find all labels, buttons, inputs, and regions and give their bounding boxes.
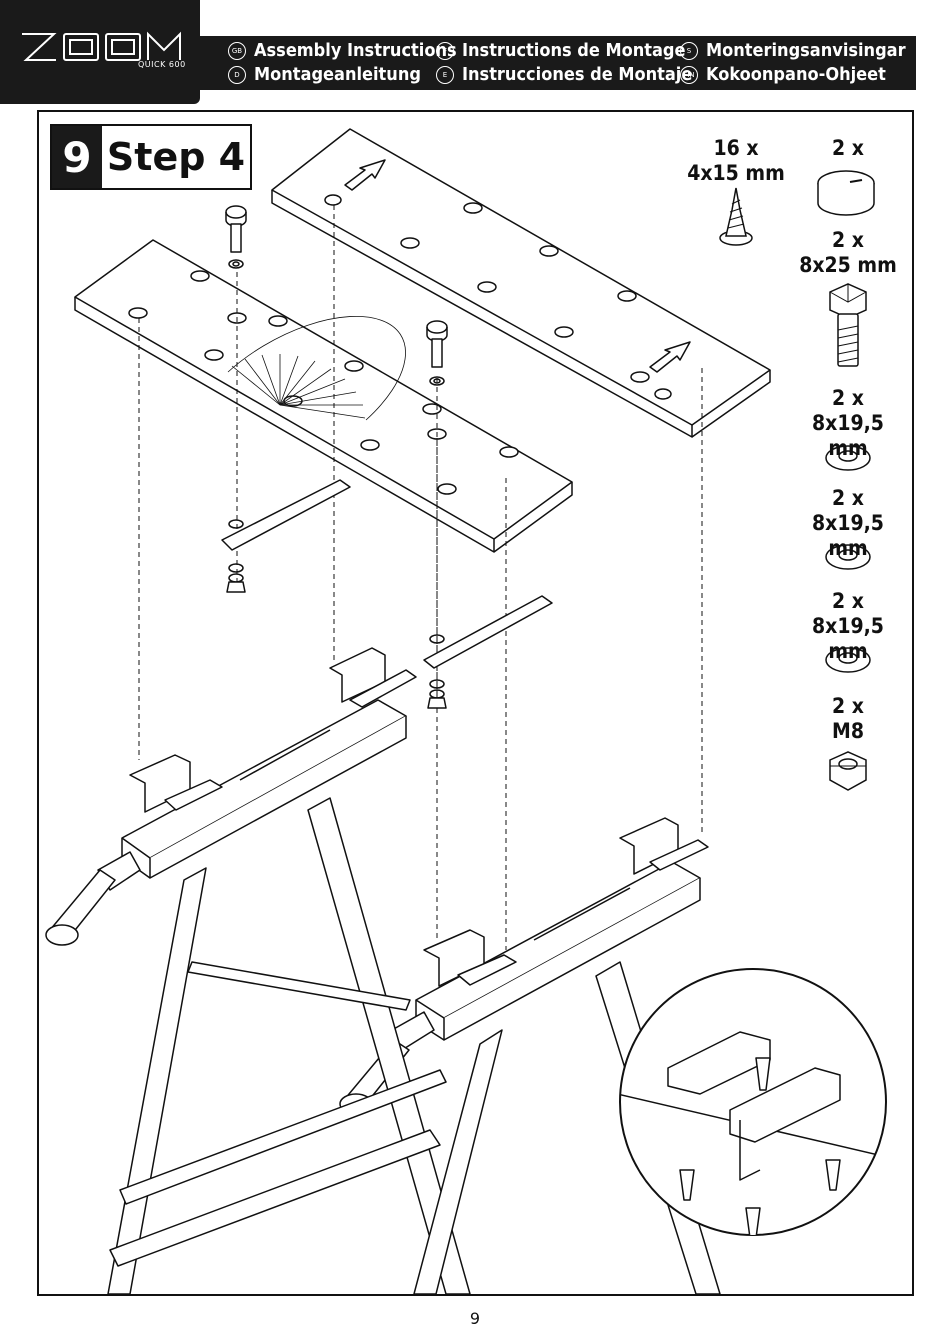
knob-cap-icon (817, 170, 875, 216)
washer-icon-3 (825, 647, 871, 673)
mount-brackets-right (423, 817, 709, 987)
parts-icons (719, 170, 875, 791)
illustration-frame (37, 110, 914, 1296)
swivel-bracket-left (221, 479, 351, 593)
bolt-icon (829, 283, 867, 367)
washer-icon-1 (825, 445, 871, 471)
mount-brackets-left (129, 647, 417, 813)
worktop-board-front (74, 239, 573, 553)
nut-icon (829, 751, 867, 791)
zoom-logo-icon (22, 31, 181, 61)
swivel-bracket-right (423, 595, 553, 709)
worktop-board-back (271, 128, 771, 438)
part-label-knob: 2 x (832, 136, 864, 160)
step-label: Step 4 (106, 135, 246, 179)
vise-beam-left (45, 699, 407, 946)
detail-inset (619, 968, 887, 1236)
model-name: QUICK 600 (138, 60, 186, 69)
washer-icon-2 (825, 544, 871, 570)
bolt-stack-left (225, 205, 247, 269)
step-number: 9 (52, 126, 102, 188)
brand-logo: QUICK 600 (0, 0, 200, 104)
frame-legs (107, 797, 721, 1294)
step-heading: 9 Step 4 (50, 124, 252, 190)
screw-icon (719, 187, 753, 246)
page-number: 9 (469, 1309, 481, 1328)
bolt-stack-right (426, 320, 448, 386)
